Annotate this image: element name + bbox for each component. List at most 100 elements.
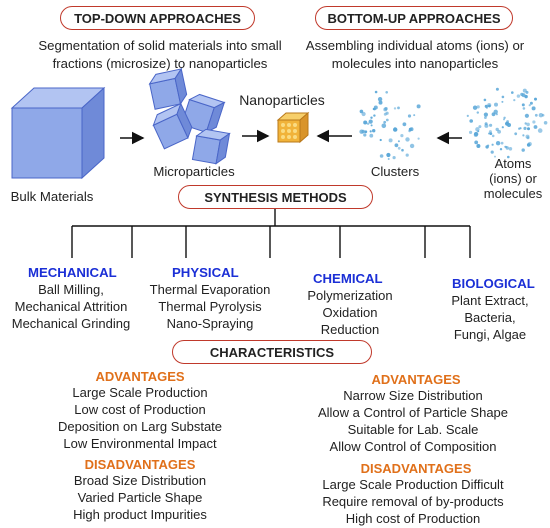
particle-dot bbox=[476, 144, 481, 148]
right-disadvantage-item: Require removal of by-products bbox=[322, 494, 504, 509]
left-advantages-heading: ADVANTAGES bbox=[95, 369, 185, 384]
particle-dot bbox=[528, 104, 531, 107]
particle-dot bbox=[525, 134, 530, 139]
particle-dot bbox=[472, 105, 478, 110]
top-down-desc-line-1: Segmentation of solid materials into sma… bbox=[38, 38, 282, 53]
particle-dot bbox=[369, 133, 374, 138]
mechanical-items: Ball Milling, Mechanical Attrition Mecha… bbox=[0, 281, 142, 332]
particle-dot bbox=[405, 137, 410, 142]
particle-dot bbox=[363, 133, 367, 137]
particle-dot bbox=[534, 97, 537, 101]
synthesis-tree bbox=[71, 209, 471, 258]
right-disadvantages-list: Large Scale Production Difficult Require… bbox=[276, 476, 550, 527]
particle-dot bbox=[397, 106, 400, 110]
right-advantages-list: Narrow Size Distribution Allow a Control… bbox=[276, 387, 550, 455]
particle-dot bbox=[507, 123, 511, 127]
right-advantage-item: Narrow Size Distribution bbox=[343, 388, 483, 403]
left-disadvantages-list: Broad Size Distribution Varied Particle … bbox=[10, 472, 270, 523]
particle-dot bbox=[521, 103, 525, 107]
particle-dot bbox=[491, 134, 495, 138]
particle-dot bbox=[494, 102, 498, 107]
particle-dot bbox=[377, 97, 383, 102]
particle-dot bbox=[379, 138, 382, 142]
particle-dot bbox=[363, 120, 368, 125]
particle-dot bbox=[495, 87, 499, 91]
particle-dot bbox=[516, 94, 521, 98]
particle-dot bbox=[484, 123, 489, 128]
right-advantage-item: Allow Control of Composition bbox=[329, 439, 497, 454]
mechanical-item: Mechanical Attrition bbox=[14, 299, 128, 314]
particle-dot bbox=[388, 138, 393, 143]
particle-dot bbox=[469, 130, 473, 134]
particle-dot bbox=[385, 118, 389, 122]
particle-dot bbox=[538, 113, 544, 118]
biological-items: Plant Extract, Bacteria, Fungi, Algae bbox=[430, 292, 550, 343]
particle-dot bbox=[489, 132, 493, 136]
particle-dot bbox=[500, 141, 504, 145]
particle-dot bbox=[393, 107, 397, 110]
particle-dot bbox=[359, 109, 364, 114]
particle-dot bbox=[543, 121, 548, 125]
clusters-label: Clusters bbox=[370, 164, 420, 179]
right-advantages-heading: ADVANTAGES bbox=[371, 372, 461, 387]
particle-dot bbox=[489, 123, 493, 127]
left-disadvantage-item: Varied Particle Shape bbox=[77, 490, 203, 505]
left-advantage-item: Low Environmental Impact bbox=[63, 436, 217, 451]
particle-dot bbox=[400, 134, 404, 138]
chemical-heading: CHEMICAL bbox=[313, 271, 383, 286]
particle-dot bbox=[379, 154, 384, 158]
particle-dot bbox=[524, 113, 530, 118]
particle-dot bbox=[364, 130, 368, 134]
biological-heading: BIOLOGICAL bbox=[452, 276, 535, 291]
particle-dot bbox=[370, 116, 373, 119]
chemical-item: Polymerization bbox=[307, 288, 393, 303]
right-disadvantages-heading: DISADVANTAGES bbox=[360, 461, 472, 476]
right-disadvantage-item: Large Scale Production Difficult bbox=[322, 477, 504, 492]
particle-dot bbox=[383, 120, 387, 124]
particle-dot bbox=[533, 125, 538, 129]
left-advantage-item: Large Scale Production bbox=[72, 385, 208, 400]
particle-dot bbox=[409, 143, 415, 149]
chemical-items: Polymerization Oxidation Reduction bbox=[290, 287, 410, 338]
nanoparticles-label: Nanoparticles bbox=[239, 92, 325, 108]
particle-dot bbox=[476, 111, 479, 114]
atoms-label: Atoms (ions) or molecules bbox=[478, 156, 548, 201]
particle-dot bbox=[484, 104, 488, 108]
particle-dot bbox=[497, 129, 501, 134]
particle-dot bbox=[521, 93, 526, 98]
particle-dot bbox=[493, 109, 498, 115]
left-disadvantage-item: High product Impurities bbox=[73, 507, 207, 522]
particle-dot bbox=[397, 146, 401, 150]
physical-item: Nano-Spraying bbox=[166, 316, 254, 331]
right-advantage-item: Suitable for Lab. Scale bbox=[347, 422, 479, 437]
particle-dot bbox=[537, 128, 543, 133]
particle-dot bbox=[466, 114, 469, 117]
left-advantage-item: Low cost of Production bbox=[74, 402, 206, 417]
particle-dot bbox=[487, 103, 492, 108]
left-disadvantage-item: Broad Size Distribution bbox=[73, 473, 207, 488]
top-down-desc-line-2: fractions (microsize) to nanoparticles bbox=[52, 56, 268, 71]
particle-dot bbox=[525, 90, 529, 94]
bulk-materials-label: Bulk Materials bbox=[10, 189, 94, 204]
physical-item: Thermal Evaporation bbox=[149, 282, 271, 297]
right-disadvantage-item: High cost of Production bbox=[345, 511, 481, 526]
particle-dot bbox=[519, 127, 522, 130]
left-advantages-list: Large Scale Production Low cost of Produ… bbox=[10, 384, 270, 452]
particle-dot bbox=[532, 120, 536, 124]
particle-dot bbox=[416, 104, 421, 109]
synthesis-methods-title: SYNTHESIS METHODS bbox=[178, 185, 373, 209]
particle-dot bbox=[514, 132, 518, 136]
particle-dot bbox=[522, 134, 525, 137]
particle-dot bbox=[477, 130, 480, 133]
microparticle-cubes-icon bbox=[148, 67, 231, 165]
characteristics-title: CHARACTERISTICS bbox=[172, 340, 372, 364]
particle-dot bbox=[526, 143, 531, 147]
particle-dot bbox=[485, 145, 489, 149]
particle-dot bbox=[522, 107, 526, 110]
particle-dot bbox=[521, 148, 525, 152]
particle-dot bbox=[378, 100, 383, 105]
particle-dot bbox=[369, 130, 372, 133]
particle-dot bbox=[505, 145, 508, 149]
